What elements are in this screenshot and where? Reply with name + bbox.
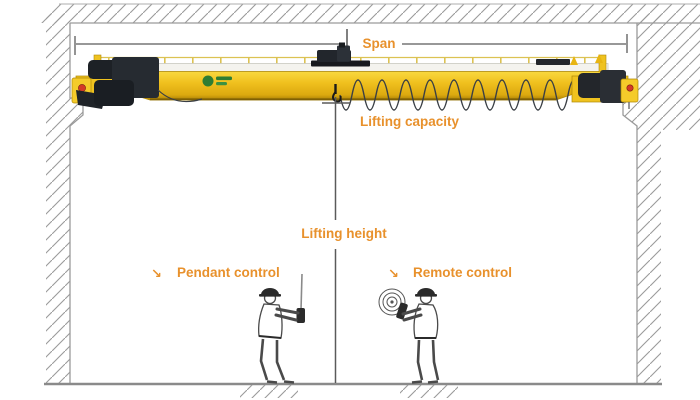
right-wall-upper-block xyxy=(661,23,700,130)
worker-arm-upper xyxy=(401,307,422,316)
right-end-carriage xyxy=(571,70,639,109)
warning-flag-1 xyxy=(570,56,578,65)
hard-hat xyxy=(417,288,435,295)
worker-remote-control xyxy=(378,288,440,384)
logo-text-line2 xyxy=(216,82,227,86)
worker-foot-left xyxy=(266,380,278,384)
annotation-labels: Span Lifting capacity Lifting height ↘ P… xyxy=(151,36,512,282)
festoon-cable-coil xyxy=(339,79,581,111)
hard-hat-brim xyxy=(259,294,281,297)
remote-transmitter xyxy=(396,302,408,320)
right-wall xyxy=(637,14,661,383)
signal-wave-core xyxy=(390,300,394,304)
logo-text-line1 xyxy=(216,76,232,81)
pendant-arrow-icon: ↘ xyxy=(151,267,162,282)
worker-foot-right xyxy=(283,380,295,384)
hard-hat-brim xyxy=(415,294,437,297)
worker-leg-right xyxy=(431,339,440,381)
pendant-control-label: Pendant control xyxy=(177,265,280,280)
remote-arrow-icon: ↘ xyxy=(388,267,399,282)
drive-unit xyxy=(600,70,626,103)
hoist-lower-block xyxy=(94,80,134,106)
brand-logo xyxy=(202,75,232,87)
signal-wave-outer xyxy=(378,288,406,316)
stop-button-left xyxy=(78,84,86,92)
crane-assembly xyxy=(71,29,639,111)
remote-control-label: Remote control xyxy=(413,265,512,280)
main-girder xyxy=(95,71,605,101)
floor-hatch-left xyxy=(240,385,298,398)
left-wall-edge xyxy=(69,23,84,383)
lifting-capacity-label: Lifting capacity xyxy=(360,114,460,129)
lifting-height-label: Lifting height xyxy=(301,226,387,241)
worker-arm-lower xyxy=(402,313,423,322)
main-hoist xyxy=(88,57,203,106)
ceiling-slab xyxy=(40,4,700,23)
pendant-cable xyxy=(300,273,303,311)
building-structure xyxy=(40,3,700,398)
span-dimension xyxy=(74,34,628,55)
hoist-cable-loop xyxy=(157,89,203,103)
pendant-station xyxy=(296,308,305,323)
worker-leg-right xyxy=(275,340,286,381)
worker-leg-left xyxy=(259,338,269,381)
worker-foot-left xyxy=(411,380,423,384)
height-dimension xyxy=(322,84,350,383)
worker-leg-left xyxy=(416,339,424,381)
left-wall xyxy=(46,14,83,383)
walkway-toolbox xyxy=(536,59,570,65)
trolley-chimney xyxy=(339,42,345,48)
stop-button-right xyxy=(626,84,634,92)
hard-hat xyxy=(261,288,279,295)
signal-wave-middle xyxy=(382,292,402,312)
worker-belt xyxy=(258,335,282,339)
span-label: Span xyxy=(362,36,395,51)
worker-arm-lower xyxy=(274,313,298,322)
trolley-cab xyxy=(337,45,350,62)
signal-wave-inner xyxy=(386,296,398,308)
floor-hatch-right xyxy=(400,385,458,398)
worker-foot-right xyxy=(427,380,439,384)
logo-emblem xyxy=(202,75,214,87)
worker-pendant-control xyxy=(258,273,305,384)
warning-flag-2 xyxy=(595,54,603,63)
right-wall-corbel xyxy=(623,100,637,126)
worker-arm-upper xyxy=(275,307,300,315)
top-trolley xyxy=(311,29,370,67)
